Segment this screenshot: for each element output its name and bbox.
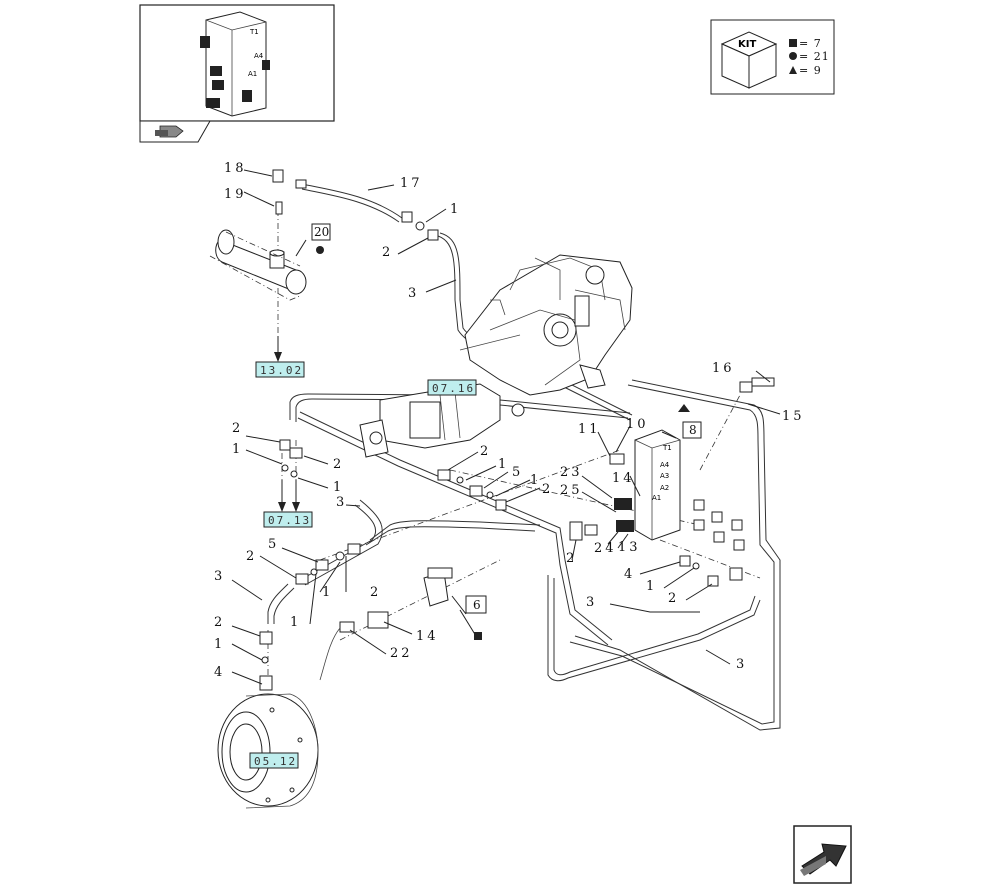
- svg-text:A1: A1: [248, 70, 257, 78]
- label-1: 1: [498, 457, 509, 472]
- kit-label: KIT: [738, 39, 756, 50]
- callout-6: 6: [465, 595, 487, 614]
- svg-text:A2: A2: [660, 484, 669, 492]
- svg-text:05.12: 05.12: [254, 755, 297, 768]
- label-14: 14: [612, 471, 635, 486]
- label-1: 1: [646, 579, 657, 594]
- kit-triangle-count: = 9: [799, 64, 822, 77]
- circle-kit-marker-icon: [316, 246, 324, 254]
- square-symbol-icon: [789, 39, 797, 47]
- label-3: 3: [336, 495, 347, 510]
- label-2: 2: [246, 549, 257, 564]
- label-14: 14: [416, 629, 439, 644]
- leader-lines: [231, 169, 781, 685]
- next-page-arrow-icon: [800, 843, 847, 876]
- label-2: 2: [668, 591, 679, 606]
- label-4: 4: [624, 567, 635, 582]
- label-2: 2: [566, 551, 577, 566]
- label-1: 1: [232, 442, 243, 457]
- ref-box-07-13[interactable]: 07.13: [263, 511, 313, 528]
- triangle-symbol-icon: [789, 66, 797, 74]
- kit-circle-count: = 21: [799, 50, 830, 63]
- svg-text:A3: A3: [660, 472, 669, 480]
- ref-box-07-16[interactable]: 07.16: [427, 379, 477, 396]
- label-23: 23: [560, 465, 583, 480]
- ref-box-13-02[interactable]: 13.02: [255, 361, 305, 378]
- kit-square-count: = 7: [799, 37, 822, 50]
- label-2: 2: [333, 457, 344, 472]
- cylinder-assembly: [209, 229, 307, 301]
- svg-text:T1: T1: [249, 28, 259, 36]
- label-2: 2: [542, 482, 553, 497]
- label-2: 2: [232, 421, 243, 436]
- kit-legend: KIT = 7 = 21 = 9: [710, 19, 835, 95]
- label-1: 1: [530, 473, 541, 488]
- inset-panel[interactable]: T1 A4 A1: [139, 4, 335, 143]
- label-3: 3: [408, 286, 419, 301]
- ref-box-05-12[interactable]: 05.12: [249, 752, 299, 769]
- label-15: 15: [782, 409, 805, 424]
- label-25: 25: [560, 483, 583, 498]
- circle-symbol-icon: [789, 52, 797, 60]
- label-17: 17: [400, 176, 423, 191]
- label-1: 1: [333, 480, 344, 495]
- label-18: 18: [224, 161, 247, 176]
- kit-box-icon: KIT: [720, 31, 778, 89]
- label-1: 1: [214, 637, 225, 652]
- svg-text:6: 6: [473, 598, 481, 612]
- label-19: 19: [224, 187, 247, 202]
- label-22: 22: [390, 646, 413, 661]
- label-11: 11: [578, 422, 601, 437]
- label-3: 3: [586, 595, 597, 610]
- valve-block-thumbnail-icon: T1 A4 A1: [200, 11, 270, 117]
- label-2: 2: [382, 245, 393, 260]
- label-3: 3: [736, 657, 747, 672]
- hydraulic-pipes: [267, 183, 781, 731]
- label-2: 2: [214, 615, 225, 630]
- svg-text:20: 20: [314, 225, 329, 239]
- label-5: 5: [512, 465, 523, 480]
- svg-text:07.13: 07.13: [268, 514, 311, 527]
- label-16: 16: [712, 361, 735, 376]
- label-10: 10: [626, 417, 649, 432]
- label-4: 4: [214, 665, 225, 680]
- callout-8: 8: [682, 421, 702, 439]
- transmission-housing: [459, 254, 633, 417]
- label-1: 1: [450, 202, 461, 217]
- svg-text:A1: A1: [652, 494, 661, 502]
- bracket-and-sensor: [319, 567, 482, 681]
- label-5: 5: [268, 537, 279, 552]
- part-labels: 18 19 17 1 2 3 16 15 2 1 2 1 2 1 5 1 2 1…: [214, 161, 805, 680]
- callout-20: 20: [311, 223, 331, 254]
- hand-arrow-icon[interactable]: [155, 125, 184, 138]
- valve-block: T1 A4 A3 A2 A1: [584, 404, 690, 541]
- label-1: 1: [322, 585, 333, 600]
- svg-text:8: 8: [689, 423, 697, 437]
- axle-hub: [217, 693, 319, 809]
- label-24: 24: [594, 541, 617, 556]
- label-1: 1: [290, 615, 301, 630]
- svg-text:T1: T1: [662, 444, 672, 452]
- svg-text:07.16: 07.16: [432, 382, 475, 395]
- fittings: [259, 169, 775, 691]
- reference-arrows: [274, 336, 300, 512]
- svg-text:13.02: 13.02: [260, 364, 303, 377]
- next-page-button[interactable]: [793, 825, 852, 884]
- label-2: 2: [480, 444, 491, 459]
- label-3: 3: [214, 569, 225, 584]
- label-13: 13: [618, 540, 641, 555]
- svg-text:A4: A4: [254, 52, 264, 60]
- label-2: 2: [370, 585, 381, 600]
- svg-text:A4: A4: [660, 461, 670, 469]
